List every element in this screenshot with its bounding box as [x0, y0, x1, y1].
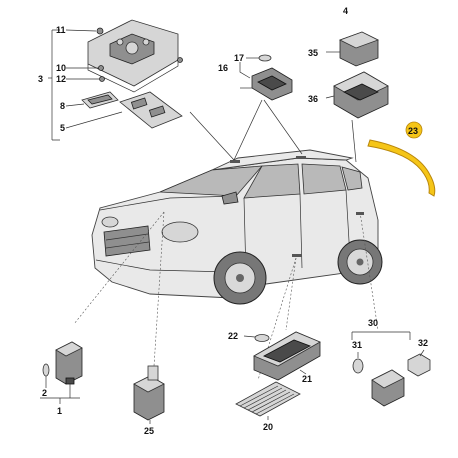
label-20: 20 [263, 422, 273, 432]
bulb-17 [258, 54, 272, 62]
label-35: 35 [308, 48, 318, 58]
bulb-31 [352, 358, 364, 374]
vehicle-illustration [91, 149, 383, 305]
label-31: 31 [352, 340, 362, 350]
label-23: 23 [408, 126, 418, 136]
reading-lamp-group [239, 54, 293, 101]
label-17: 17 [234, 53, 244, 63]
screw-11 [96, 27, 104, 35]
label-36: 36 [308, 94, 318, 104]
clip-10 [98, 65, 104, 71]
parts-30-group [351, 331, 431, 407]
label-12: 12 [56, 74, 66, 84]
pointer-lines [73, 99, 379, 381]
label-22: 22 [228, 331, 238, 341]
lamp-21-20-group [235, 331, 321, 420]
label-8: 8 [60, 101, 65, 111]
label-5: 5 [60, 123, 65, 133]
headlight [161, 221, 199, 243]
bracket-25-group [133, 365, 165, 424]
grille [103, 225, 151, 257]
bottom-left-parts [40, 341, 83, 404]
label-1: 1 [57, 406, 62, 416]
label-4: 4 [343, 6, 348, 16]
screw-12 [99, 76, 105, 82]
roof-console-group [48, 19, 183, 141]
top-right-parts [325, 31, 436, 197]
highlight-marker-23 [405, 121, 423, 139]
bulb-2 [42, 363, 50, 377]
label-3: 3 [38, 74, 43, 84]
label-10: 10 [56, 63, 66, 73]
label-32: 32 [418, 338, 428, 348]
label-25: 25 [144, 426, 154, 436]
clip-32 [407, 353, 431, 377]
callout-labels: 4 11 10 3 12 8 5 17 16 35 36 23 2 1 25 2… [38, 6, 428, 436]
lens-20 [235, 381, 301, 417]
ambient-strip-23 [367, 139, 436, 197]
label-30: 30 [368, 318, 378, 328]
label-2: 2 [42, 388, 47, 398]
bulb-22 [254, 334, 270, 342]
label-11: 11 [56, 25, 66, 35]
label-16: 16 [218, 63, 228, 73]
label-21: 21 [302, 374, 312, 384]
